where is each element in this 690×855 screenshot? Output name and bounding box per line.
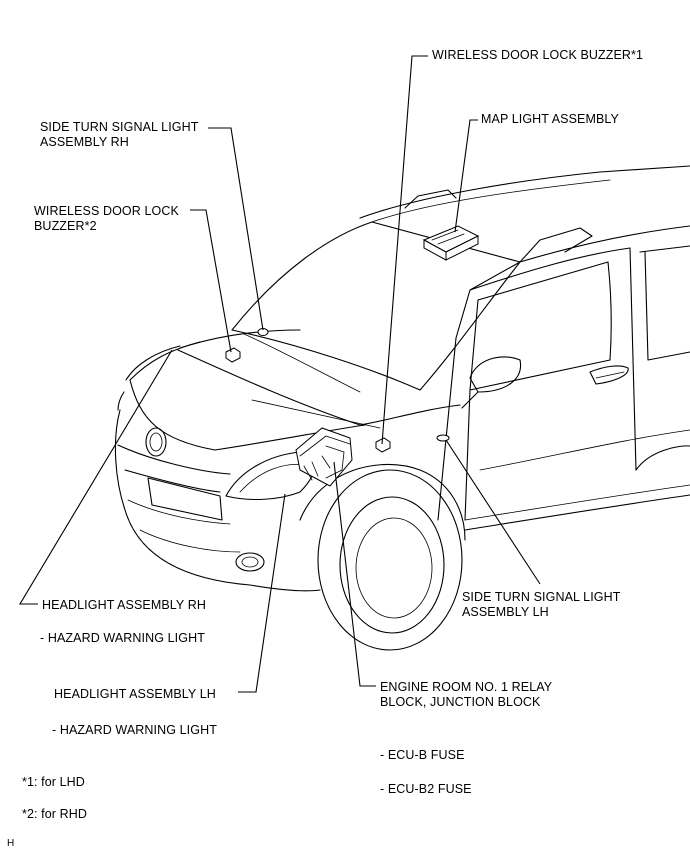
label-headlight-rh-sub: - HAZARD WARNING LIGHT — [40, 631, 205, 645]
relay-block-part — [295, 427, 353, 487]
note-rhd: *2: for RHD — [22, 807, 88, 821]
label-wireless-buzzer-rhd-line2: BUZZER*2 — [34, 219, 97, 233]
note-lhd: *1: for LHD — [22, 775, 85, 789]
label-side-turn-lh-line1: SIDE TURN SIGNAL LIGHT — [462, 590, 621, 604]
label-side-turn-lh-line2: ASSEMBLY LH — [462, 605, 549, 619]
vehicle-outline — [114, 165, 690, 651]
label-ecu-b2-fuse: - ECU-B2 FUSE — [380, 782, 472, 796]
label-wireless-buzzer-rhd-line1: WIRELESS DOOR LOCK — [34, 204, 179, 218]
label-headlight-rh: HEADLIGHT ASSEMBLY RH — [42, 598, 206, 612]
label-wireless-buzzer-lhd: WIRELESS DOOR LOCK BUZZER*1 — [432, 48, 644, 62]
label-side-turn-rh-line2: ASSEMBLY RH — [40, 135, 129, 149]
leader-lines — [19, 55, 541, 693]
label-headlight-lh: HEADLIGHT ASSEMBLY LH — [54, 687, 216, 701]
map-light-assembly-part — [422, 225, 480, 261]
wireless-buzzer-lhd-part — [375, 437, 391, 453]
wireless-buzzer-rhd-part — [225, 347, 241, 363]
label-side-turn-rh-line1: SIDE TURN SIGNAL LIGHT — [40, 120, 199, 134]
side-turn-lh-part — [436, 434, 450, 442]
label-map-light-assembly: MAP LIGHT ASSEMBLY — [481, 112, 619, 126]
label-engine-room-relay-line1: ENGINE ROOM NO. 1 RELAY — [380, 680, 553, 694]
label-ecu-b-fuse: - ECU-B FUSE — [380, 748, 465, 762]
label-headlight-lh-sub: - HAZARD WARNING LIGHT — [52, 723, 217, 737]
corner-mark: H — [7, 838, 15, 849]
label-engine-room-relay-line2: BLOCK, JUNCTION BLOCK — [380, 695, 541, 709]
